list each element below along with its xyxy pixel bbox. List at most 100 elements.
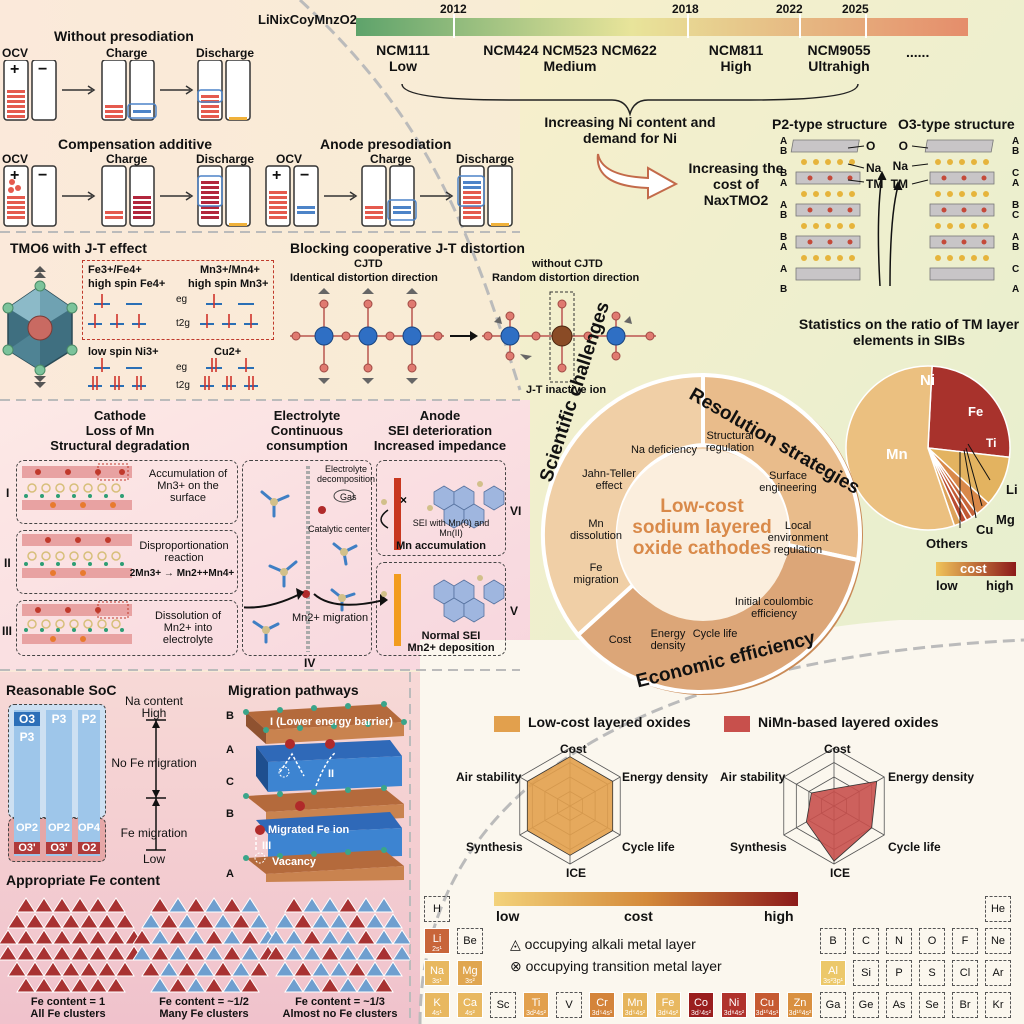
path1-label: I (Lower energy barrier): [270, 716, 393, 728]
fe-octahedron: [222, 897, 242, 913]
svg-text:B: B: [1012, 200, 1019, 211]
fe-octahedron: [25, 913, 45, 929]
normal-sei-label: Normal SEI: [421, 630, 481, 642]
phase-o2: O2: [78, 842, 100, 854]
tm-octahedron: [186, 929, 206, 945]
eg-label-1: eg: [176, 294, 188, 305]
pie-title: Statistics on the ratio of TM layer elem…: [798, 316, 1020, 348]
fe-octahedron: [34, 945, 54, 961]
tm-octahedron: [222, 977, 242, 993]
tm-octahedron: [365, 913, 385, 929]
no-cjtd-sub: Random distortion direction: [492, 272, 640, 284]
p2-title: P2-type structure: [772, 116, 888, 132]
svg-text:−: −: [300, 167, 309, 184]
strategy-1: Structural regulation: [705, 430, 755, 454]
fe-octahedron: [0, 929, 18, 945]
na-low-label: Low: [142, 852, 165, 866]
mig-layer-b1: B: [226, 710, 234, 722]
element-b: B: [820, 928, 846, 954]
cjtd-label: CJTD: [354, 258, 383, 270]
element-ar: Ar: [985, 960, 1011, 986]
no-cjtd-label: without CJTD: [532, 258, 603, 270]
center-title: Low-cost sodium layered oxide cathodes: [632, 496, 772, 559]
migration-label: Mn2+ migration: [292, 612, 369, 624]
tm-octahedron: [222, 929, 242, 945]
tm-octahedron: [356, 897, 376, 913]
tm-octahedron: [329, 961, 349, 977]
tm-octahedron: [204, 897, 224, 913]
challenge-1: Na deficiency: [630, 444, 698, 456]
tm-octahedron: [374, 929, 394, 945]
electrolyte-sei-graphics: ×: [244, 466, 505, 652]
svg-text:B: B: [780, 168, 787, 179]
phase-p2: P2: [81, 712, 97, 726]
fe-octahedron: [284, 897, 304, 913]
radar2-axis-air: Air stability: [720, 770, 786, 784]
fe-octahedron: [16, 945, 36, 961]
step1-box: [16, 460, 238, 524]
tm-octahedron: [320, 897, 340, 913]
step2-box: [16, 530, 238, 594]
fe-octahedron: [25, 961, 45, 977]
discharge-label-1: Discharge: [196, 46, 255, 60]
element-ne: Ne: [985, 928, 1011, 954]
challenge-circle: [540, 372, 863, 695]
fe-octahedron: [79, 913, 99, 929]
tm-octahedron: [338, 929, 358, 945]
tm-octahedron: [284, 945, 304, 961]
fe-octahedron: [88, 897, 108, 913]
fe-octahedron: [34, 977, 54, 993]
svg-text:TM: TM: [891, 177, 908, 191]
fe-octahedron: [52, 929, 72, 945]
legend-alkali: ◬ occupying alkali metal layer: [510, 936, 696, 952]
tm-octahedron: [186, 977, 206, 993]
vacancy-label: Vacancy: [272, 856, 317, 868]
element-o: O: [919, 928, 945, 954]
mig-layer-b2: B: [226, 808, 234, 820]
roman-2: II: [4, 556, 11, 570]
fe-octahedron: [52, 945, 72, 961]
tm-octahedron: [159, 961, 179, 977]
fe-octahedron: [374, 945, 394, 961]
legend-swatch-nimn: [724, 716, 750, 732]
spin-diagrams: [88, 294, 258, 390]
year-2022: 2022: [776, 2, 803, 16]
element-br: Br: [952, 992, 978, 1018]
radar1-axis-ice: ICE: [566, 866, 587, 880]
fe-octahedron: [106, 977, 126, 993]
decomp-label: Electrolyte decomposition: [316, 464, 376, 484]
fe-octahedron: [320, 945, 340, 961]
fe-octahedron: [338, 897, 358, 913]
fe-octahedron: [231, 913, 251, 929]
catalytic-label: Catalytic center: [308, 524, 371, 534]
fe-octahedron: [204, 929, 224, 945]
pie-slice-mn: [845, 365, 956, 531]
phase-op4: OP4: [78, 822, 101, 834]
phase-p3: P3: [51, 712, 67, 726]
tm-octahedron: [275, 913, 295, 929]
fe-octahedron: [106, 929, 126, 945]
cjtd-sub: Identical distortion direction: [290, 272, 438, 284]
tm-octahedron: [320, 929, 340, 945]
tm-octahedron: [356, 945, 376, 961]
fe-octahedron: [213, 961, 233, 977]
cjtd-chains: [290, 288, 656, 384]
fe-octahedron: [34, 897, 54, 913]
pie-cost-high: high: [986, 578, 1014, 593]
radar-series-1: [526, 756, 614, 856]
fe-octahedron: [222, 945, 242, 961]
svg-text:B: B: [780, 210, 787, 221]
element-se: Se: [919, 992, 945, 1018]
fe-octahedron: [7, 961, 27, 977]
fe-content-title: Appropriate Fe content: [6, 872, 161, 888]
fe-octahedron: [356, 929, 376, 945]
fe-octahedron: [97, 961, 117, 977]
ni-label: low spin Ni3+: [88, 346, 159, 358]
svg-text:C: C: [1012, 168, 1019, 179]
radar1-axis-cost: Cost: [560, 742, 587, 756]
ocv-label-1: OCV: [2, 46, 29, 60]
